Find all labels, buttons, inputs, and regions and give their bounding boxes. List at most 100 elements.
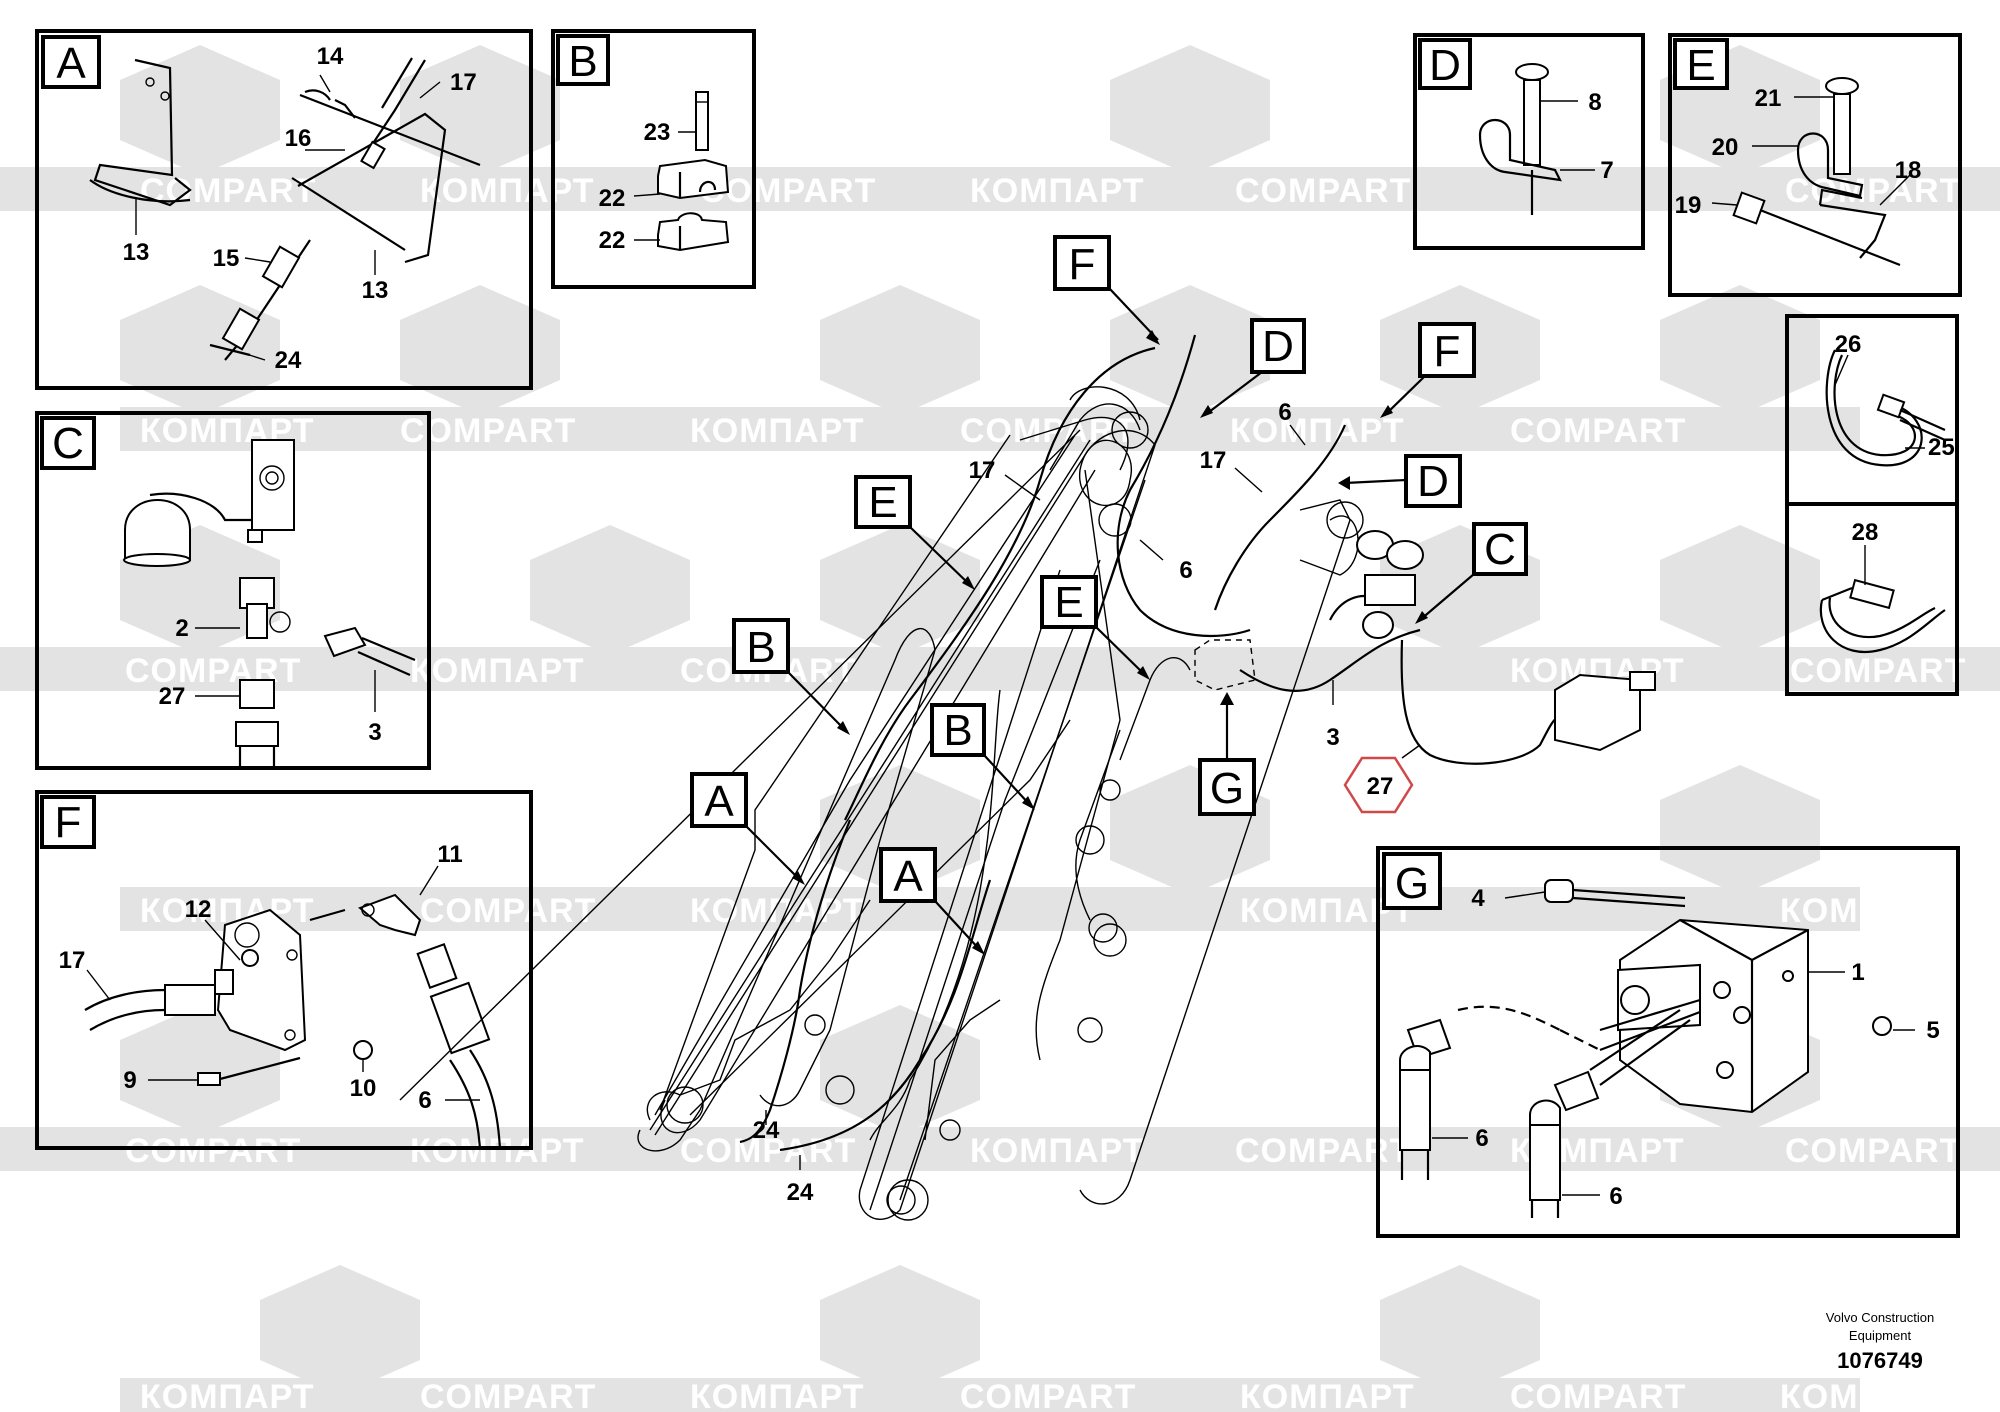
boom-arms [399, 386, 1364, 1221]
watermark-word: КОМПАРТ [970, 1132, 1145, 1170]
detail-f-tag [40, 795, 96, 849]
tag-d-right: D [1338, 454, 1462, 508]
callout-number: 1 [1851, 959, 1864, 986]
drawing-number: 1076749 [1837, 1348, 1923, 1373]
watermark-word: COMPART [420, 892, 596, 930]
detail-e-tag [1673, 38, 1729, 90]
callout-number: 4 [1471, 885, 1485, 912]
callouts: 8 7 [1588, 89, 1613, 184]
callouts: 26 25 [1835, 331, 1955, 461]
svg-text:F: F [1069, 240, 1096, 289]
watermark-word: КОМПАРТ [690, 412, 865, 450]
cable-tie-drawing [1825, 349, 1946, 467]
company-name-line2: Equipment [1849, 1328, 1912, 1343]
callout-number: 7 [1600, 157, 1613, 184]
detail-b-tag [556, 34, 610, 86]
tag-c: C [1415, 522, 1528, 624]
callout-number: 17 [1200, 447, 1227, 474]
title-block: Volvo Construction Equipment 1076749 [1826, 1310, 1934, 1373]
watermark-word: COMPART [1510, 1378, 1686, 1412]
tag-a-left: A [690, 772, 805, 885]
watermark-word: КОМПАРТ [410, 1132, 585, 1170]
callout-number: 13 [362, 277, 389, 304]
accumulators [1356, 530, 1424, 639]
watermark-word: COMPART [1235, 172, 1411, 210]
callout-number: 17 [59, 947, 86, 974]
callouts: 14 17 16 13 15 13 24 [123, 43, 477, 374]
watermark-word: КОМПАРТ [1240, 1378, 1415, 1412]
callout-number: 15 [213, 245, 240, 272]
watermark-word: КОМПАРТ [970, 172, 1145, 210]
company-name-line1: Volvo Construction [1826, 1310, 1934, 1325]
watermark-word: КОМПАРТ [1780, 892, 1955, 930]
swivel-drawing [84, 893, 502, 1151]
callout-number: 26 [1835, 331, 1862, 358]
callout-number: 28 [1852, 519, 1879, 546]
watermark-word: КОМПАРТ [1230, 412, 1405, 450]
tag-d-top: D [1200, 318, 1306, 418]
callout-number: 27 [159, 683, 186, 710]
callout-number: 6 [1278, 399, 1291, 426]
detail-g: G [1376, 846, 1960, 1238]
leaders [195, 627, 376, 712]
callout-number: 16 [285, 125, 312, 152]
detail-a-letter: A [56, 39, 86, 88]
tag-b-left: B [732, 618, 850, 735]
detail-b: B 23 22 22 [551, 29, 756, 289]
detail-c: C 2 27 3 [35, 411, 431, 770]
callout-number: 14 [317, 43, 344, 70]
callout-number: 13 [123, 239, 150, 266]
hoses [739, 334, 1561, 1152]
watermark-word: COMPART [700, 172, 876, 210]
main-assembly: F D F D [399, 235, 1656, 1221]
detail-g-letter: G [1395, 859, 1429, 908]
callouts: 4 1 5 6 6 [1471, 885, 1939, 1210]
leaders [1432, 891, 1915, 1196]
detail-c-letter: C [52, 419, 84, 468]
callout-number: 6 [1609, 1183, 1622, 1210]
tag-a-right: A [879, 847, 985, 955]
callout-number: 18 [1895, 157, 1922, 184]
watermark-word: COMPART [420, 1378, 596, 1412]
callout-number: 6 [418, 1087, 431, 1114]
leaders [1540, 100, 1595, 171]
callouts: 2 27 3 [159, 615, 382, 746]
watermark-word: COMPART [1785, 1132, 1961, 1170]
leaders [86, 865, 480, 1101]
leaders [633, 131, 696, 241]
callout-number: 3 [1326, 724, 1339, 751]
detail-a: A 14 17 [35, 29, 533, 390]
detail-strap: 28 [1785, 502, 1959, 696]
detail-f-letter: F [55, 798, 82, 847]
watermark-layer: COMPART КОМПАРТ COMPART КОМПАРТ COMPART … [0, 45, 2000, 1412]
callout-number: 24 [787, 1179, 814, 1206]
tag-f-right: F [1380, 322, 1476, 418]
callout-number: 6 [1179, 557, 1192, 584]
callouts: 23 22 22 [599, 119, 671, 254]
svg-text:E: E [1054, 578, 1083, 627]
callout-number: 22 [599, 227, 626, 254]
svg-text:G: G [1210, 764, 1244, 813]
detail-d: D 8 7 [1413, 33, 1645, 250]
tag-f-top: F [1053, 235, 1160, 345]
watermark-word: COMPART [125, 1132, 301, 1170]
leaders [1834, 354, 1925, 449]
svg-text:B: B [746, 623, 775, 672]
tag-b-right: B [930, 703, 1035, 810]
watermark-word: COMPART [1785, 172, 1961, 210]
main-callouts: 17 6 17 6 3 24 24 [753, 399, 1340, 1206]
strap-drawing [1819, 578, 1946, 653]
tag-e-upper: E [854, 475, 975, 590]
callout-number: 9 [123, 1067, 136, 1094]
detail-d-letter: D [1429, 41, 1461, 90]
watermark-word: COMPART [400, 412, 576, 450]
detail-d-tag [1418, 38, 1472, 90]
watermark-word: КОМПАРТ [410, 652, 585, 690]
svg-text:C: C [1484, 525, 1516, 574]
callouts: 11 12 17 9 10 6 [59, 841, 463, 1114]
callout-number: 10 [350, 1075, 377, 1102]
detail-e: E 21 20 18 19 [1668, 33, 1962, 297]
callout-number: 12 [185, 896, 212, 923]
leaders [135, 74, 441, 361]
bracket-clamp-drawing [1732, 77, 1901, 267]
